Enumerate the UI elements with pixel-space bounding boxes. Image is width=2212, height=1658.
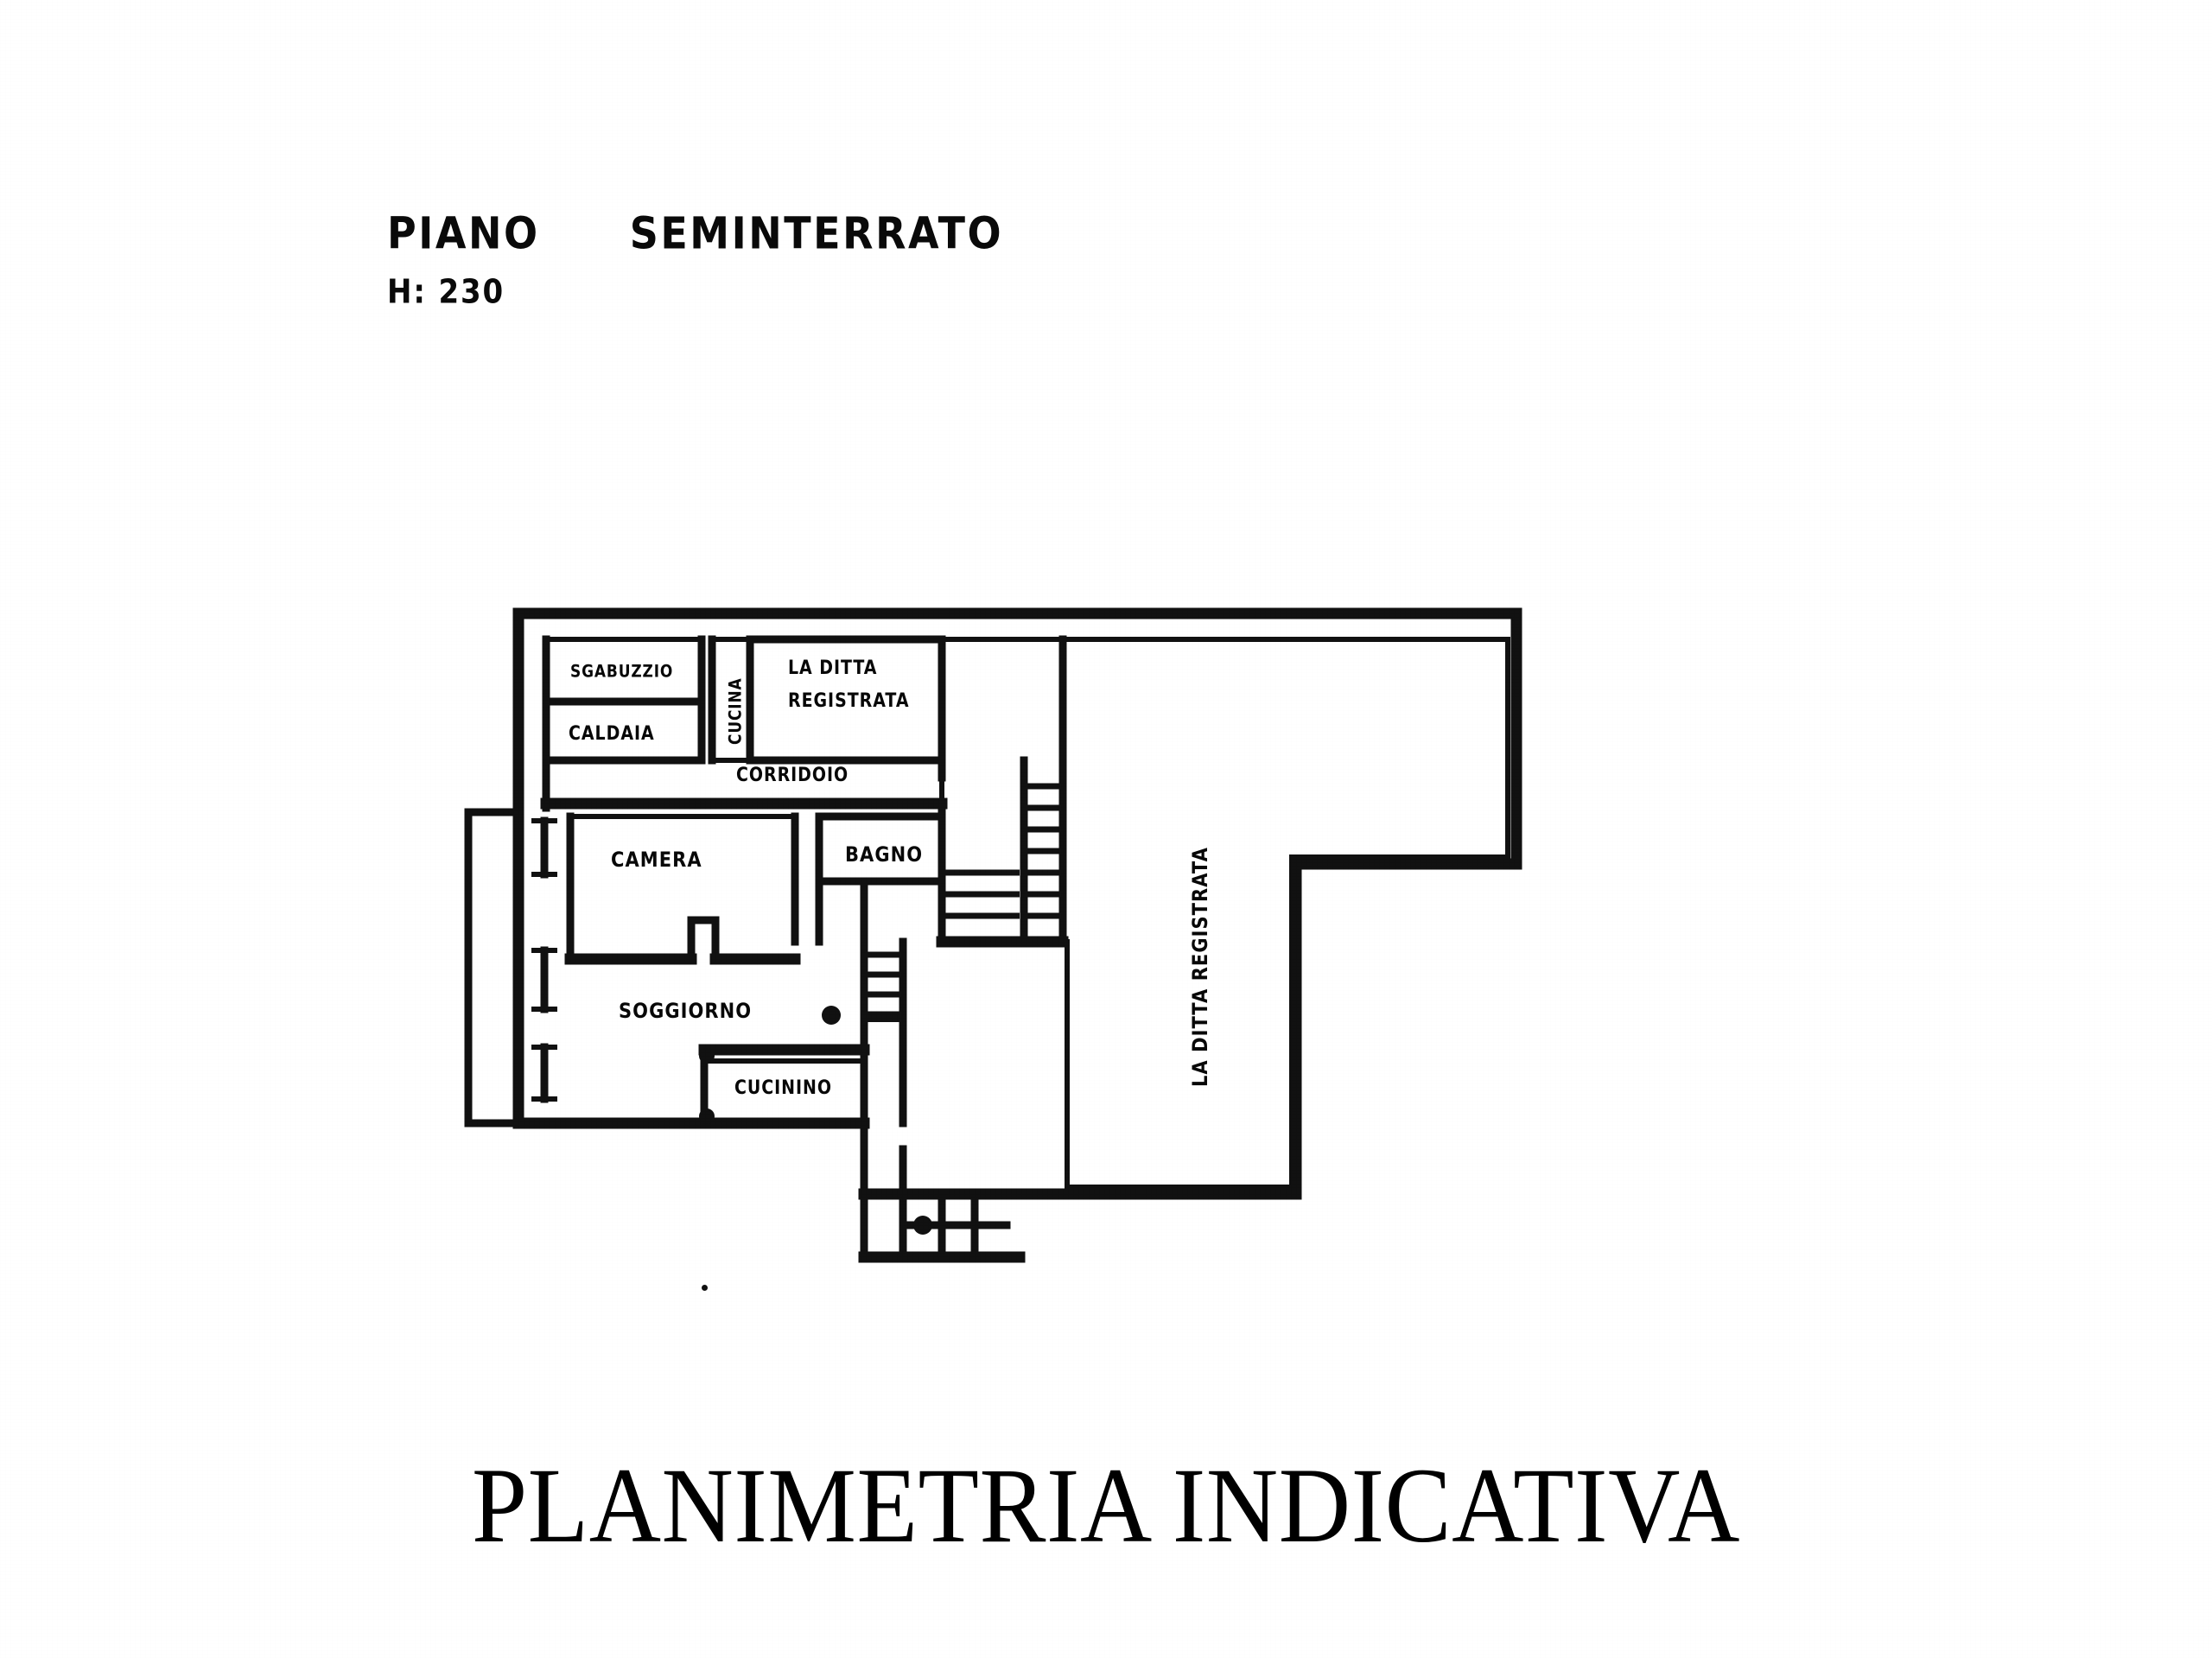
page-caption: PLANIMETRIA INDICATIVA <box>471 1446 1741 1565</box>
camera-bagno-walls <box>564 812 946 965</box>
room-label-ditta-est: LA DITTA REGISTRATA <box>1188 847 1212 1087</box>
left-terrace <box>464 808 609 1128</box>
room-label-ditta-nord-line2: REGISTRATA <box>788 689 910 712</box>
north-rooms <box>542 635 946 812</box>
room-label-corridoio: CORRIDOIO <box>736 764 849 786</box>
room-label-cucinino: CUCININO <box>734 1077 833 1099</box>
floor-label: PIANO <box>387 207 540 259</box>
corridoio-walls <box>540 756 948 810</box>
room-label-soggiorno: SOGGIORNO <box>619 999 753 1023</box>
plan-header: PIANO SEMINTERRATO H: 230 <box>387 207 1424 312</box>
room-label-ditta-nord: LA DITTA REGISTRATA <box>788 657 910 712</box>
ceiling-height-note: H: 230 <box>387 273 505 312</box>
floor-name: SEMINTERRATO <box>629 207 1004 259</box>
entrance-shaft <box>858 1015 1026 1263</box>
room-label-caldaia: CALDAIA <box>569 722 655 745</box>
staircase-lower <box>860 937 907 1024</box>
room-label-ditta-nord-line1: LA DITTA <box>788 657 878 679</box>
room-label-camera: CAMERA <box>611 848 702 872</box>
plan-title-line: PIANO SEMINTERRATO <box>387 207 1424 258</box>
staircase-upper <box>936 635 1069 948</box>
room-label-sgabuzzino: SGABUZZIO <box>570 662 674 683</box>
east-great-room <box>1060 637 1510 1190</box>
ink-speck <box>702 1285 708 1291</box>
room-label-bagno: BAGNO <box>845 842 924 867</box>
room-label-cucina: CUCINA <box>726 677 746 745</box>
